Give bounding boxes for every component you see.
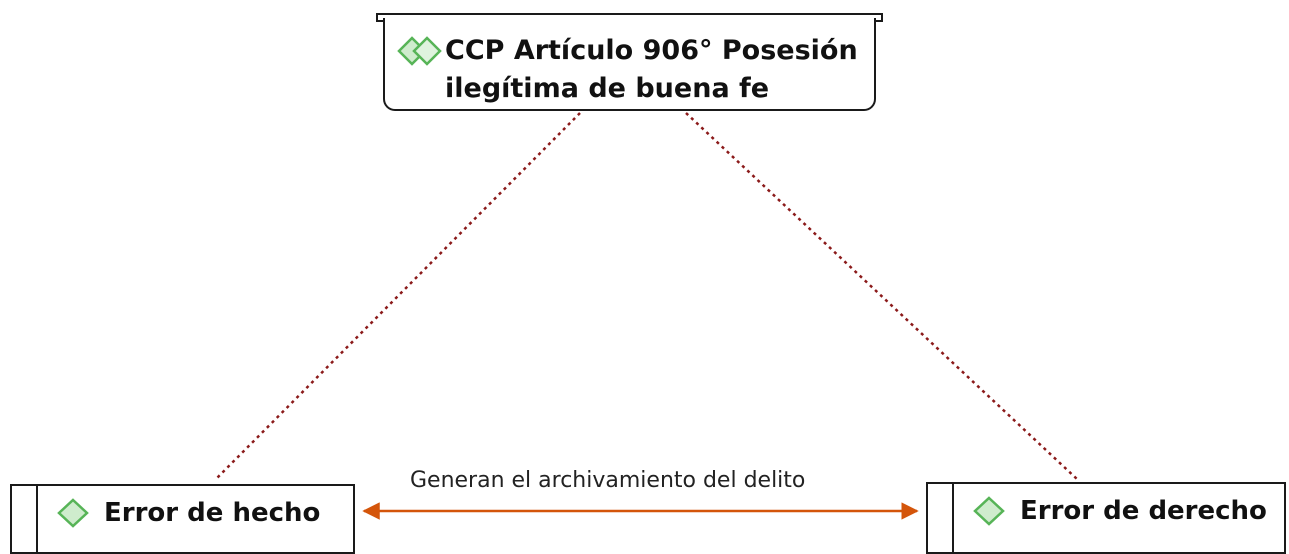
node-error-de-derecho[interactable]: Error de derecho	[926, 482, 1286, 554]
code-diamond-icon	[56, 498, 90, 532]
link-top-to-right	[685, 112, 1079, 481]
node-top-label: CCP Artículo 906° Posesión ilegítima de …	[445, 35, 858, 104]
node-right-stripe	[952, 484, 954, 552]
node-error-de-hecho[interactable]: Error de hecho	[10, 484, 355, 554]
relation-label: Generan el archivamiento del delito	[410, 468, 806, 493]
code-diamond-icon	[397, 36, 443, 70]
node-left-label: Error de hecho	[104, 498, 321, 528]
code-diamond-icon	[972, 496, 1006, 530]
link-top-to-left	[214, 112, 581, 481]
node-ccp-articulo-906[interactable]: CCP Artículo 906° Posesión ilegítima de …	[383, 18, 876, 111]
node-right-label: Error de derecho	[1020, 496, 1267, 526]
diagram-canvas	[214, 112, 1079, 520]
node-left-stripe	[36, 486, 38, 552]
